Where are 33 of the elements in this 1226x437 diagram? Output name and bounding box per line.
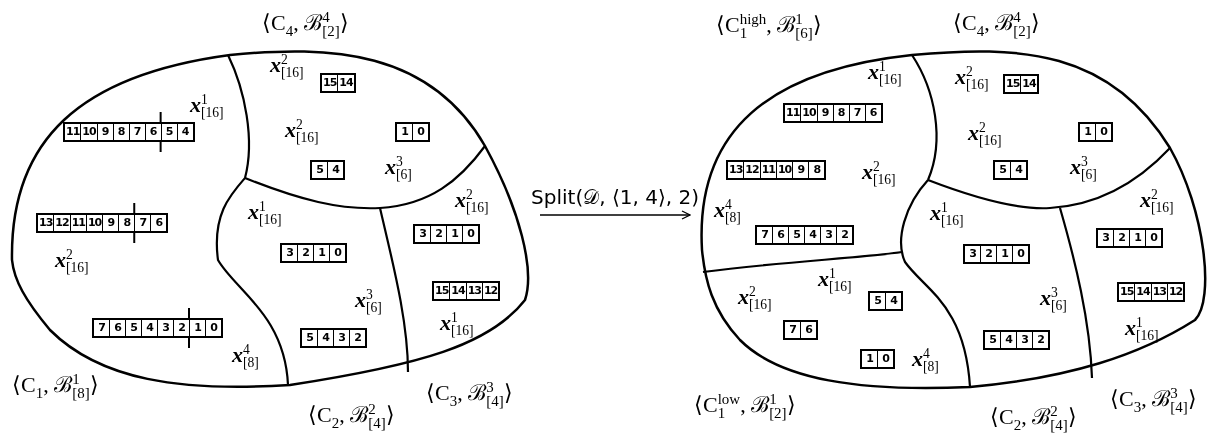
arrow: [539, 210, 691, 220]
bit-vector: 3 2 1 0: [280, 243, 347, 263]
bit-vector: 1 0: [1078, 122, 1113, 142]
bit-vector: 15 14: [320, 73, 356, 93]
region-label: ⟨C$_{1}$, ℬ$^{1}$$_{[8]}$⟩: [12, 370, 99, 403]
bit-vector: 15 14 13 12: [1117, 282, 1186, 302]
region-label: ⟨C$_{3}$, ℬ$^{3}$$_{[4]}$⟩: [1110, 384, 1197, 417]
bit-vector: 3 2 1 0: [413, 224, 480, 244]
bit-vector: 15 14: [1003, 74, 1039, 94]
region-label: ⟨C$_{1}$$^{low}$, ℬ$^{1}$$_{[2]}$⟩: [694, 390, 796, 423]
region-label: ⟨C$_{4}$, ℬ$^{4}$$_{[2]}$⟩: [262, 8, 349, 41]
region-label: ⟨C$_{1}$$^{high}$, ℬ$^{1}$$_{[6]}$⟩: [716, 10, 822, 43]
bit-vector: 5 4: [310, 160, 345, 180]
bit-vector: 13 12 11 10 9 8 7 6: [36, 213, 169, 233]
region-label: ⟨C$_{4}$, ℬ$^{4}$$_{[2]}$⟩: [953, 8, 1040, 41]
bit-vector: 15 14 13 12: [432, 281, 501, 301]
bit-vector: 5 4: [868, 291, 903, 311]
bit-vector: 3 2 1 0: [963, 244, 1030, 264]
bit-vector: 7 6: [783, 320, 818, 340]
bit-vector: 5 4 3 2: [983, 330, 1050, 350]
region-label: ⟨C$_{2}$, ℬ$^{2}$$_{[4]}$⟩: [308, 400, 395, 433]
bit-vector: 1 0: [395, 122, 430, 142]
bit-vector: 7 6 5 4 3 2 1 0: [92, 318, 223, 338]
bit-vector: 11 10 9 8 7 6 5 4: [63, 122, 195, 142]
bit-vector: 3 2 1 0: [1096, 228, 1163, 248]
bit-vector: 1 0: [860, 349, 895, 369]
bit-vector: 5 4: [993, 160, 1028, 180]
bit-vector: 7 6 5 4 3 2: [755, 225, 854, 245]
bit-vector: 13 12 11 10 9 8: [726, 160, 827, 180]
region-label: ⟨C$_{3}$, ℬ$^{3}$$_{[4]}$⟩: [426, 378, 513, 411]
bit-vector: 11 10 9 8 7 6: [783, 103, 883, 123]
region-label: ⟨C$_{2}$, ℬ$^{2}$$_{[4]}$⟩: [990, 402, 1077, 435]
bit-vector: 5 4 3 2: [300, 328, 367, 348]
